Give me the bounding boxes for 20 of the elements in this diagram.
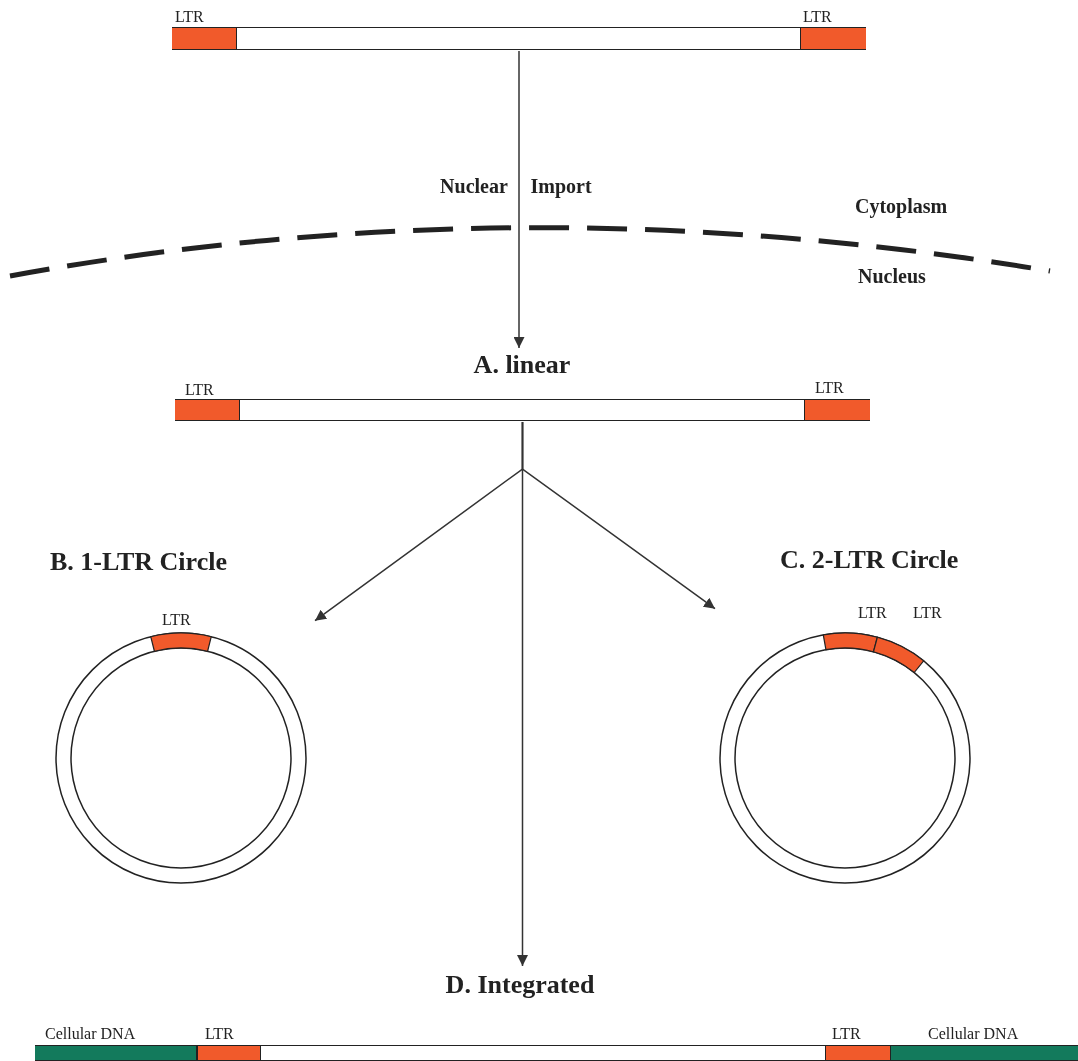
part-label: LTR bbox=[858, 604, 887, 622]
part-label: LTR bbox=[175, 8, 204, 26]
part-label: LTR bbox=[185, 381, 214, 399]
part-label: Cellular DNA bbox=[928, 1025, 1019, 1043]
part-label: LTR bbox=[913, 604, 942, 622]
heading: A. linear bbox=[473, 350, 571, 380]
heading: C. 2-LTR Circle bbox=[780, 545, 959, 575]
part-label: LTR bbox=[803, 8, 832, 26]
arrow bbox=[517, 421, 528, 967]
part-label: LTR bbox=[832, 1025, 861, 1043]
heading: D. Integrated bbox=[445, 970, 595, 1000]
part-label: LTR bbox=[815, 379, 844, 397]
heading: B. 1-LTR Circle bbox=[50, 547, 227, 577]
edge-label: Nuclear Import bbox=[440, 175, 592, 197]
region-label: Cytoplasm bbox=[855, 195, 948, 217]
part-label: LTR bbox=[162, 611, 191, 629]
part-label: LTR bbox=[205, 1025, 234, 1043]
arrow bbox=[513, 50, 525, 349]
region-label: Nucleus bbox=[858, 265, 926, 287]
part-label: Cellular DNA bbox=[45, 1025, 136, 1043]
